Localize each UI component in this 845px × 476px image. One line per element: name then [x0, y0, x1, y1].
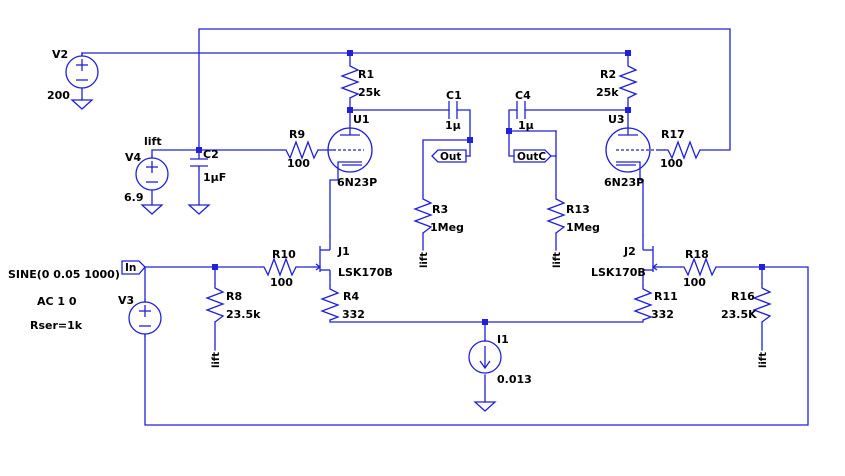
label-v2-name: V2 [52, 48, 68, 61]
label-v3-name: V3 [118, 294, 134, 307]
jfet-j2[interactable] [642, 235, 662, 275]
resistor-r3[interactable] [413, 195, 433, 234]
resistor-r9[interactable] [282, 140, 319, 160]
lift-label-r8: lift [211, 352, 222, 368]
label-r11-value: 332 [651, 308, 674, 321]
label-c4-name: C4 [515, 89, 531, 102]
label-r18-name: R18 [685, 248, 709, 261]
label-lift-top: lift [144, 135, 162, 148]
triode-u3[interactable] [605, 127, 658, 173]
capacitor-c2[interactable] [190, 155, 208, 170]
label-j1-model: LSK170B [338, 266, 393, 279]
label-i1-value: 0.013 [497, 373, 532, 386]
label-r17-value: 100 [660, 157, 683, 170]
label-r1-name: R1 [358, 68, 374, 81]
resistor-r2[interactable] [618, 62, 638, 99]
label-r13-name: R13 [566, 203, 590, 216]
junction-dots [196, 50, 765, 325]
label-c2-name: C2 [203, 148, 219, 161]
label-v4-value: 6.9 [124, 191, 144, 204]
label-r1-value: 25k [358, 86, 381, 99]
voltage-source-v4[interactable] [135, 155, 169, 191]
resistor-r13[interactable] [546, 195, 566, 234]
jfet-j1[interactable] [313, 235, 331, 275]
label-r16-value: 23.5K [721, 308, 757, 321]
resistor-r1[interactable] [340, 62, 360, 99]
label-r4-name: R4 [343, 290, 359, 303]
label-r9-value: 100 [287, 157, 310, 170]
resistor-r10[interactable] [260, 257, 297, 277]
net-flag-outc: OutC [513, 149, 552, 163]
label-r16-name: R16 [731, 290, 755, 303]
label-r17-name: R17 [661, 128, 685, 141]
label-v3-spec: SINE(0 0.05 1000) [8, 268, 120, 281]
label-r4-value: 332 [342, 308, 365, 321]
triode-u1[interactable] [327, 127, 373, 173]
label-r8-value: 23.5k [226, 308, 261, 321]
voltage-source-v2[interactable] [65, 55, 99, 89]
label-r10-value: 100 [270, 276, 293, 289]
label-j2-name: J2 [623, 245, 636, 258]
label-i1-name: I1 [497, 333, 509, 346]
net-flag-outc-label: OutC [517, 151, 546, 163]
label-r10-name: R10 [272, 248, 296, 261]
label-r13-value: 1Meg [566, 221, 600, 234]
resistor-r4[interactable] [320, 285, 340, 321]
label-u3-name: U3 [608, 113, 625, 126]
label-r11-name: R11 [654, 290, 678, 303]
label-r2-value: 25k [596, 86, 619, 99]
label-u1-model: 6N23P [337, 176, 377, 189]
label-r3-value: 1Meg [430, 221, 464, 234]
net-flag-out-label: Out [440, 151, 461, 163]
label-r2-name: R2 [600, 68, 616, 81]
label-u3-model: 6N23P [604, 176, 644, 189]
lift-label-r13: lift [552, 252, 563, 268]
label-j2-model: LSK170B [591, 266, 646, 279]
label-r3-name: R3 [432, 203, 448, 216]
resistor-r17[interactable] [664, 140, 701, 160]
capacitor-c4[interactable] [516, 101, 526, 119]
net-flag-in: In [121, 260, 146, 275]
label-r9-name: R9 [289, 128, 305, 141]
label-c1-value: 1µ [445, 119, 461, 132]
resistor-r11[interactable] [633, 285, 653, 321]
label-j1-name: J1 [337, 245, 350, 258]
capacitor-c1[interactable] [448, 101, 458, 119]
label-c4-value: 1µ [518, 119, 534, 132]
label-v4-name: V4 [125, 151, 142, 164]
component-labels: V2 200 R1 25k R2 25k C1 1µ C4 1µ U1 6N23… [8, 48, 757, 386]
voltage-source-v3[interactable] [128, 299, 162, 337]
ground-symbols [70, 99, 497, 412]
lift-labels: lift lift lift lift [211, 252, 769, 368]
net-flag-in-label: In [125, 262, 136, 274]
label-v3-ac: AC 1 0 [37, 295, 77, 308]
label-c1-name: C1 [446, 89, 462, 102]
resistor-r16[interactable] [752, 283, 772, 323]
label-v2-value: 200 [47, 89, 70, 102]
resistor-r8[interactable] [205, 283, 225, 323]
current-source-i1[interactable] [468, 339, 502, 374]
label-u1-name: U1 [353, 113, 370, 126]
label-r8-name: R8 [226, 290, 242, 303]
label-v3-rser: Rser=1k [30, 319, 83, 332]
resistor-r18[interactable] [680, 257, 717, 277]
lift-label-r16: lift [758, 352, 769, 368]
label-c2-value: 1µF [203, 171, 226, 184]
label-r18-value: 100 [683, 276, 706, 289]
net-flag-out: Out [431, 149, 467, 163]
lift-label-r3: lift [419, 252, 430, 268]
